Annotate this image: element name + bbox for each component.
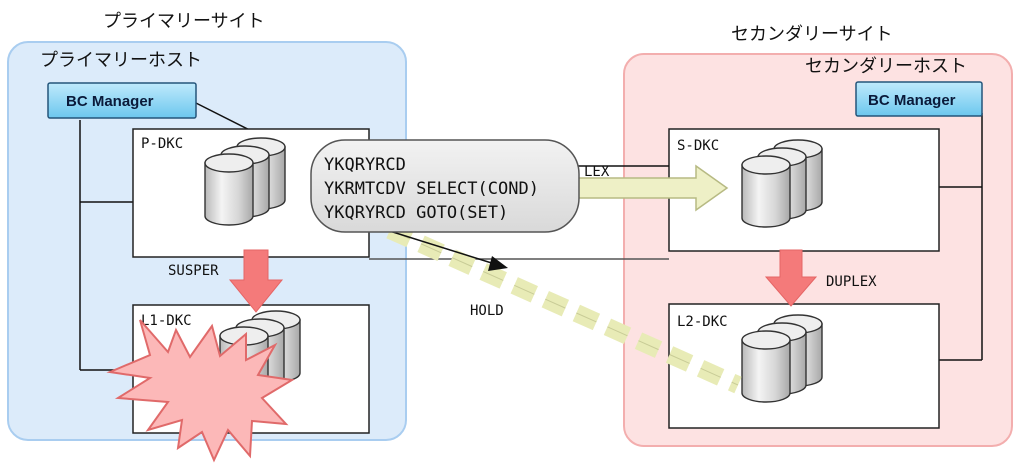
arrow-right-icon bbox=[559, 164, 729, 212]
command-line-1: YKQRYRCD bbox=[324, 155, 406, 175]
command-line-3: YKQRYRCD GOTO(SET) bbox=[324, 203, 508, 223]
hold-arrow-head-icon bbox=[488, 256, 508, 271]
sdkc-label: S-DKC bbox=[677, 138, 719, 154]
suspend-label: SUSPER bbox=[168, 263, 219, 279]
duplex-arrow-down-icon bbox=[764, 249, 818, 307]
pdkc-label: P-DKC bbox=[141, 136, 183, 152]
secondary-bc-manager-box bbox=[855, 81, 983, 117]
secondary-site-label: セカンダリーサイト bbox=[731, 24, 893, 45]
primary-host-label: プライマリーホスト bbox=[40, 50, 202, 71]
primary-bc-manager-label: BC Manager bbox=[66, 93, 154, 110]
suspend-arrow-down-icon bbox=[228, 249, 284, 313]
duplex-label: DUPLEX bbox=[826, 274, 877, 290]
link-partial-label: LEX bbox=[584, 164, 610, 180]
secondary-bc-manager-label: BC Manager bbox=[868, 92, 956, 109]
primary-site-label: プライマリーサイト bbox=[103, 11, 265, 32]
hold-arrow-line bbox=[379, 227, 499, 266]
command-line-2: YKRMTCDV SELECT(COND) bbox=[324, 179, 539, 199]
hold-label: HOLD bbox=[470, 303, 504, 319]
burst-failure-icon bbox=[106, 319, 295, 463]
l2dkc-label: L2-DKC bbox=[677, 314, 728, 330]
primary-bc-manager-box bbox=[47, 82, 197, 119]
secondary-host-label: セカンダリーホスト bbox=[805, 56, 967, 77]
l1dkc-label: L1-DKC bbox=[141, 313, 192, 329]
command-callout bbox=[310, 139, 580, 233]
